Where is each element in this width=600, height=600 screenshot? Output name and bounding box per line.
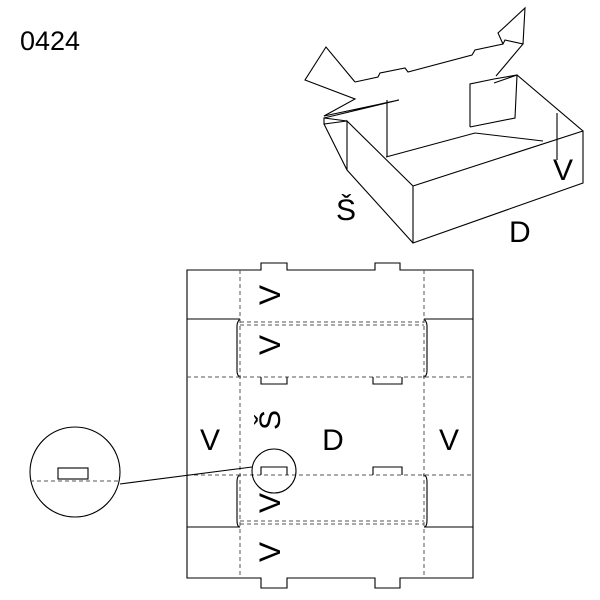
box-3d-illustration: Š D V xyxy=(304,6,584,249)
detail-callout xyxy=(29,426,297,518)
blank-side-height-right: V xyxy=(439,424,459,457)
blank-side-height-left: V xyxy=(200,424,220,457)
blank-height-label-4: V xyxy=(254,542,287,562)
box-height-label: V xyxy=(553,154,573,187)
blank-width-label: Š xyxy=(253,410,287,430)
blank-height-label-2: V xyxy=(254,335,287,355)
flat-blank: V V Š V V V V D xyxy=(186,262,474,589)
blank-height-label-1: V xyxy=(254,285,287,305)
style-code: 0424 xyxy=(20,26,80,56)
box-width-label: Š xyxy=(336,193,356,227)
box-length-label: D xyxy=(509,216,531,249)
blank-height-label-3: V xyxy=(254,493,287,513)
blank-length-label: D xyxy=(322,424,344,457)
